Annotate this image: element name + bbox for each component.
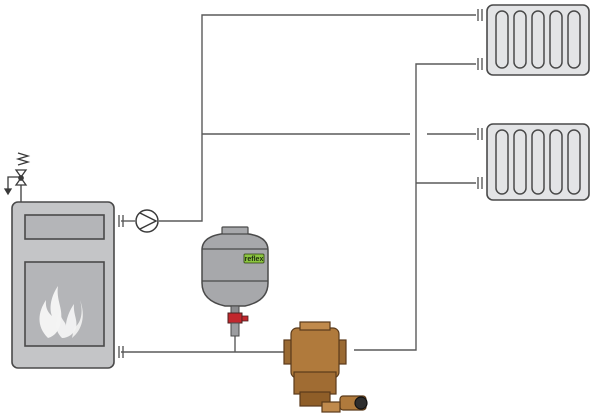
circulation-pump-icon (135, 209, 159, 233)
pipe-union-marks (118, 9, 483, 358)
radiator-icon-upper (486, 4, 590, 76)
boiler (11, 201, 115, 369)
flame-icon (39, 286, 83, 338)
dirt-separator-icon (283, 321, 368, 413)
pipe-network (118, 9, 483, 358)
pump-to-riser-pipe (159, 14, 476, 222)
safety-valve-icon (3, 152, 31, 202)
vessel-body (201, 232, 269, 307)
return-riser-pipe (354, 63, 476, 351)
vessel-brand-badge: reflex (243, 253, 265, 264)
expansion-vessel: reflex (201, 226, 269, 337)
radiator-icon-lower (486, 123, 590, 201)
vessel-brand-label: reflex (245, 256, 264, 263)
boiler-control-panel (24, 214, 105, 240)
